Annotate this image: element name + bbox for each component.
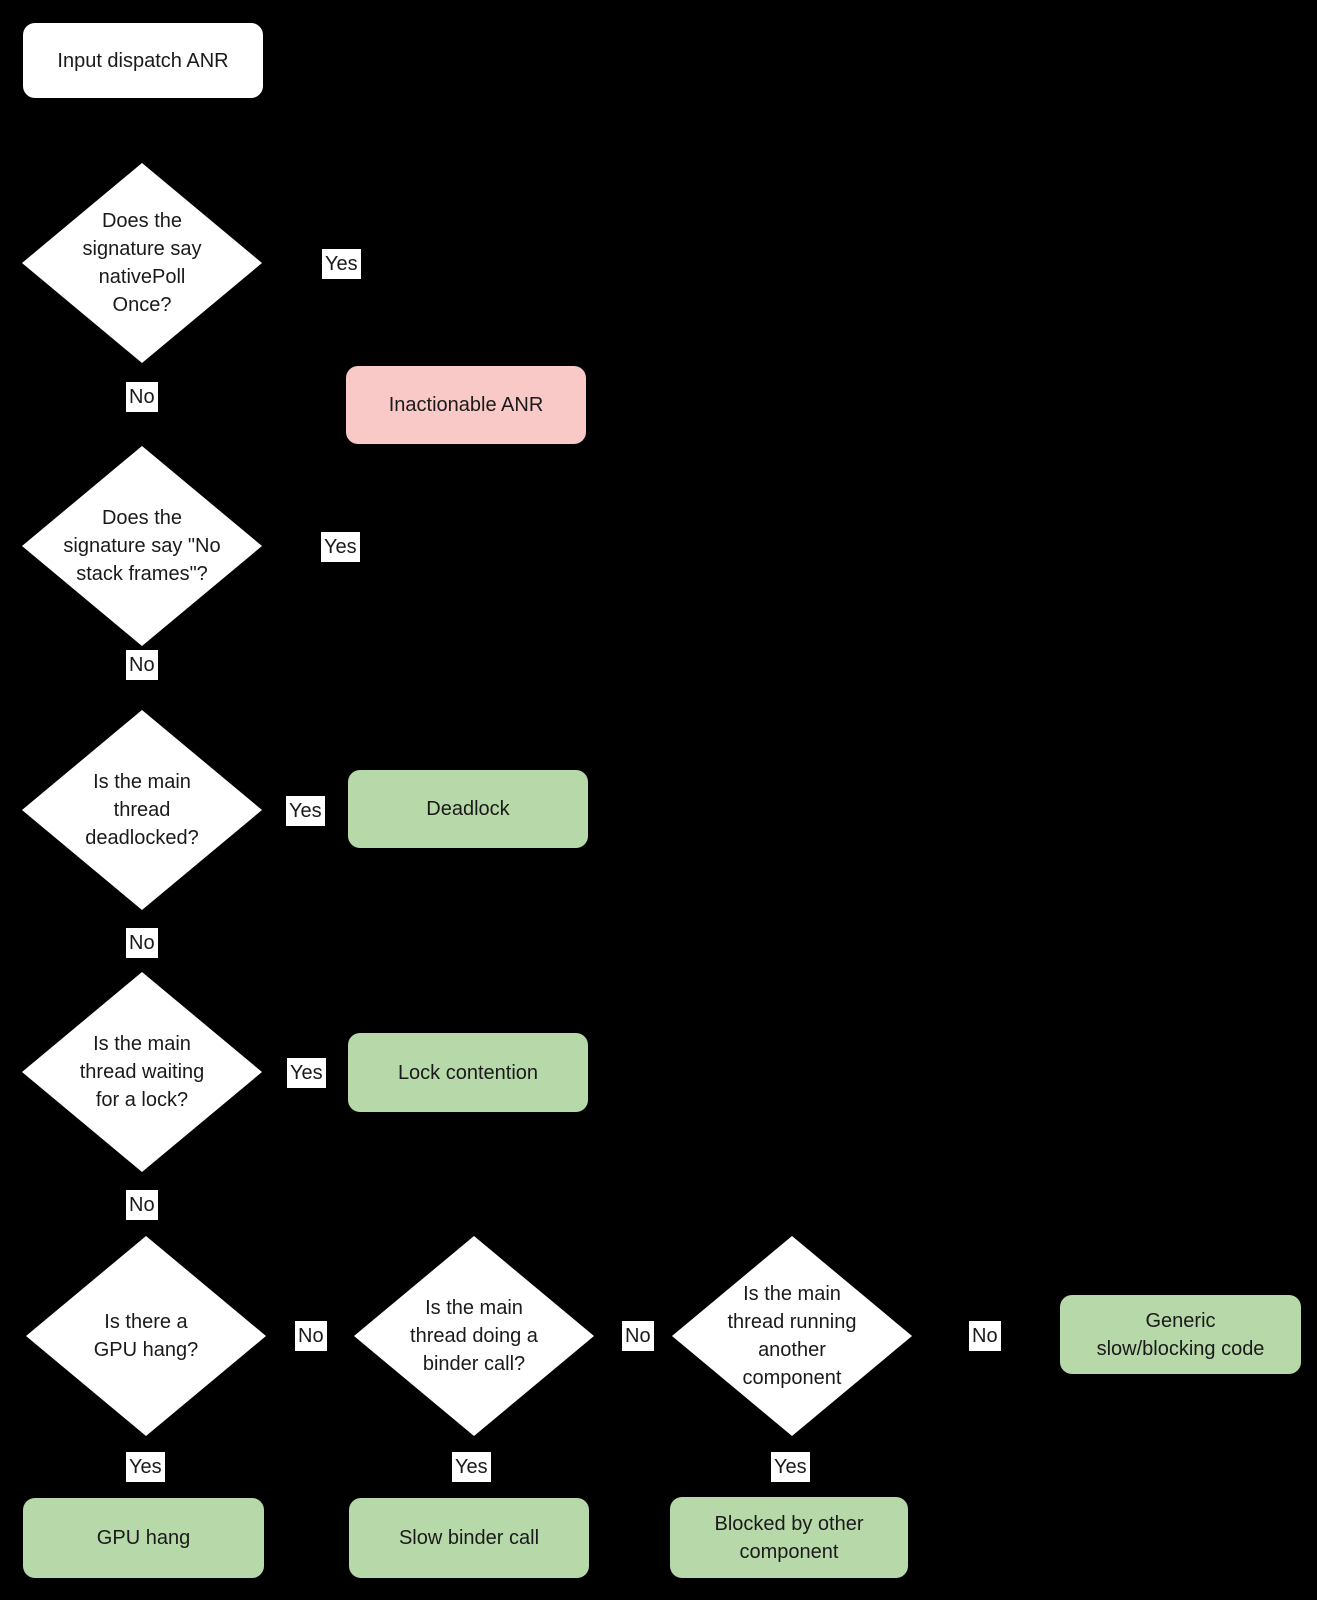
edge-label-no-stack-frames-no: No — [126, 650, 158, 680]
outcome-slow-binder-call: Slow binder call — [349, 1498, 589, 1578]
decision-question: Is the main thread waiting for a lock? — [79, 1033, 205, 1111]
outcome-inactionable-anr: Inactionable ANR — [346, 366, 586, 444]
edge-label-waiting-lock-no: No — [126, 1190, 158, 1220]
outcome-lock-contention: Lock contention — [348, 1033, 588, 1112]
outcome-label: Generic slow/blocking code — [1096, 1309, 1265, 1360]
decision-main-thread-waiting-lock: Is the main thread waiting for a lock? — [22, 972, 262, 1172]
outcome-label: Slow binder call — [398, 1527, 540, 1549]
edge-label-binder-call-no: No — [622, 1321, 654, 1351]
outcome-deadlock: Deadlock — [348, 770, 588, 848]
decision-main-thread-deadlocked: Is the main thread deadlocked? — [22, 710, 262, 910]
decision-no-stack-frames: Does the signature say "No stack frames"… — [22, 446, 262, 646]
decision-question: Is the main thread doing a binder call? — [410, 1297, 538, 1375]
outcome-gpu-hang: GPU hang — [23, 1498, 264, 1578]
outcome-label: Lock contention — [397, 1061, 539, 1084]
outcome-label: Blocked by other component — [714, 1512, 864, 1563]
outcome-generic-slow-blocking-code: Generic slow/blocking code — [1060, 1295, 1301, 1374]
edge-label-deadlocked-yes: Yes — [286, 796, 325, 826]
decision-question: Does the signature say "No stack frames"… — [63, 507, 221, 585]
outcome-blocked-by-other-component: Blocked by other component — [670, 1497, 908, 1578]
decision-binder-call: Is the main thread doing a binder call? — [354, 1236, 594, 1436]
start-node: Input dispatch ANR — [23, 23, 263, 98]
edge-label-gpu-hang-no: No — [295, 1321, 327, 1351]
outcome-label: Inactionable ANR — [388, 394, 544, 416]
decision-gpu-hang: Is there a GPU hang? — [26, 1236, 266, 1436]
edge-label-native-poll-once-yes: Yes — [322, 249, 361, 279]
edge-label-waiting-lock-yes: Yes — [287, 1058, 326, 1088]
decision-question: Is the main thread running another compo… — [727, 1283, 857, 1389]
decision-native-poll-once: Does the signature say nativePoll Once? — [22, 163, 262, 363]
outcome-label: GPU hang — [96, 1527, 191, 1549]
decision-running-another-component: Is the main thread running another compo… — [672, 1236, 912, 1436]
start-node-label: Input dispatch ANR — [57, 49, 229, 72]
edge-label-another-component-no: No — [969, 1321, 1001, 1351]
edge-label-native-poll-once-no: No — [126, 382, 158, 412]
edge-label-deadlocked-no: No — [126, 928, 158, 958]
edge-label-gpu-hang-yes: Yes — [126, 1452, 165, 1482]
edge-label-binder-call-yes: Yes — [452, 1452, 491, 1482]
decision-question: Is there a GPU hang? — [93, 1311, 199, 1361]
outcome-label: Deadlock — [426, 798, 510, 820]
edge-label-another-component-yes: Yes — [771, 1452, 810, 1482]
edge-label-no-stack-frames-yes: Yes — [321, 532, 360, 562]
decision-question: Is the main thread deadlocked? — [85, 771, 199, 849]
decision-question: Does the signature say nativePoll Once? — [82, 210, 202, 316]
